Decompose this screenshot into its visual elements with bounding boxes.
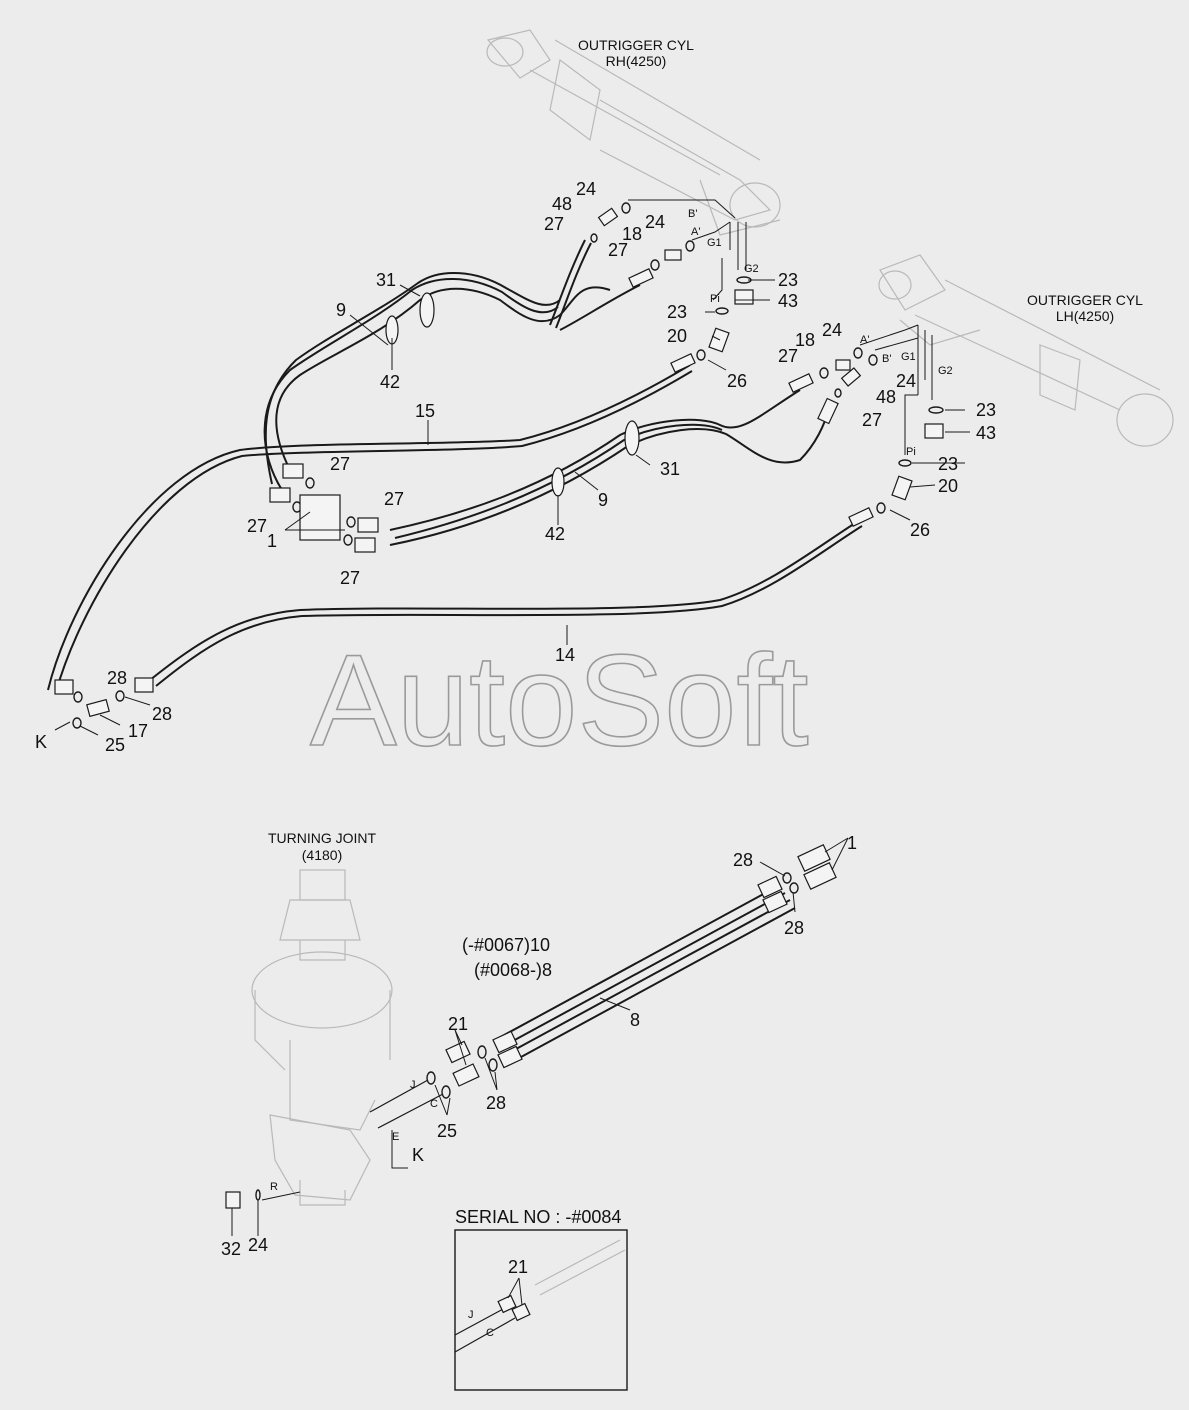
port-labels: B' A' G1 G2 Pi A' B' G1 G2 Pi J C E R J … [270,208,953,1339]
serial-inset [454,1229,628,1391]
port-c: C [430,1098,438,1110]
callout: 27 [330,454,350,474]
fittings-lower [225,844,837,1209]
callout: 23 [778,270,798,290]
port-c-inset: C [486,1327,494,1339]
callout: 23 [976,400,996,420]
hose-upper-rh-link [549,239,641,331]
turning-joint-title-line1: TURNING JOINT [268,830,377,846]
callout: 18 [622,224,642,244]
callout: 42 [545,524,565,544]
port-g1-rh: G1 [707,237,722,249]
callout: 14 [555,645,575,665]
callout: 28 [152,704,172,724]
callout: 26 [910,520,930,540]
hose-14 [149,519,863,687]
callout: 25 [437,1121,457,1141]
lh-cylinder-title-line2: LH(4250) [1056,308,1114,324]
turning-joint-ghost [251,869,393,1206]
port-b-prime-rh: B' [688,208,697,220]
lh-cylinder-title-line1: OUTRIGGER CYL [1027,292,1143,308]
port-j-inset: J [468,1309,474,1321]
callout: 8 [630,1010,640,1030]
callout: 28 [107,668,127,688]
callout: 27 [544,214,564,234]
turning-joint-title-line2: (4180) [302,847,342,863]
watermark: AutoSoft [310,627,809,773]
callout: 42 [380,372,400,392]
port-g1-lh: G1 [901,351,916,363]
callout: 24 [248,1235,268,1255]
port-e: E [392,1131,399,1143]
port-j: J [410,1079,416,1091]
callout: 25 [105,735,125,755]
port-b-prime-lh: B' [882,353,891,365]
callout: K [35,732,47,752]
callout: 24 [896,371,916,391]
port-g2-lh: G2 [938,365,953,377]
callout: 28 [486,1093,506,1113]
callout: 31 [376,270,396,290]
callout: 43 [976,423,996,443]
port-pi-rh: Pi [710,293,720,305]
callout: 21 [508,1257,528,1277]
callout: 27 [862,410,882,430]
hose-15 [47,364,693,693]
callout: 27 [247,516,267,536]
callout: 18 [795,330,815,350]
port-leaders-rh [628,199,747,301]
callout: 24 [576,179,596,199]
callout: 9 [598,490,608,510]
serial-number-label: SERIAL NO : -#0084 [455,1207,621,1227]
rh-cylinder-title-line2: RH(4250) [606,53,667,69]
callout: 28 [784,918,804,938]
rh-cylinder-title-line1: OUTRIGGER CYL [578,37,694,53]
variant-label-8: (#0068-)8 [474,960,552,980]
variant-label-10: (-#0067)10 [462,935,550,955]
callout-numbers: 24 48 27 24 18 27 23 43 23 20 31 9 42 15… [35,179,996,1277]
lower-leaders [231,837,849,1236]
callout: 24 [822,320,842,340]
callout: 23 [938,454,958,474]
callout: 27 [340,568,360,588]
callout: 28 [733,850,753,870]
port-g2-rh: G2 [744,263,759,275]
port-a-prime-lh: A' [860,334,869,346]
callout: 9 [336,300,346,320]
tube-9-lower [389,389,831,546]
lh-cylinder-ghost [878,254,1174,447]
callout: 32 [221,1239,241,1259]
hose-8-pair [494,884,796,1064]
callout: 1 [847,833,857,853]
callout: 27 [608,240,628,260]
callout: 17 [128,721,148,741]
port-leaders-lh [859,324,933,455]
callout: 48 [552,194,572,214]
callout: 15 [415,401,435,421]
callout: 21 [448,1014,468,1034]
callout: 20 [938,476,958,496]
rh-cylinder-ghost [486,29,781,236]
callout: 43 [778,291,798,311]
callout: 27 [778,346,798,366]
callout: K [412,1145,424,1165]
clamp-31-upper [385,292,435,345]
port-pi-lh: Pi [906,446,916,458]
callout: 31 [660,459,680,479]
port-a-prime-rh: A' [691,226,700,238]
callout: 20 [667,326,687,346]
callout: 27 [384,489,404,509]
fittings-upper [54,202,944,729]
callout: 48 [876,387,896,407]
callout: 24 [645,212,665,232]
callout: 26 [727,371,747,391]
callout-leaders [54,279,970,736]
callout: 23 [667,302,687,322]
callout: 1 [267,531,277,551]
port-r: R [270,1181,278,1193]
